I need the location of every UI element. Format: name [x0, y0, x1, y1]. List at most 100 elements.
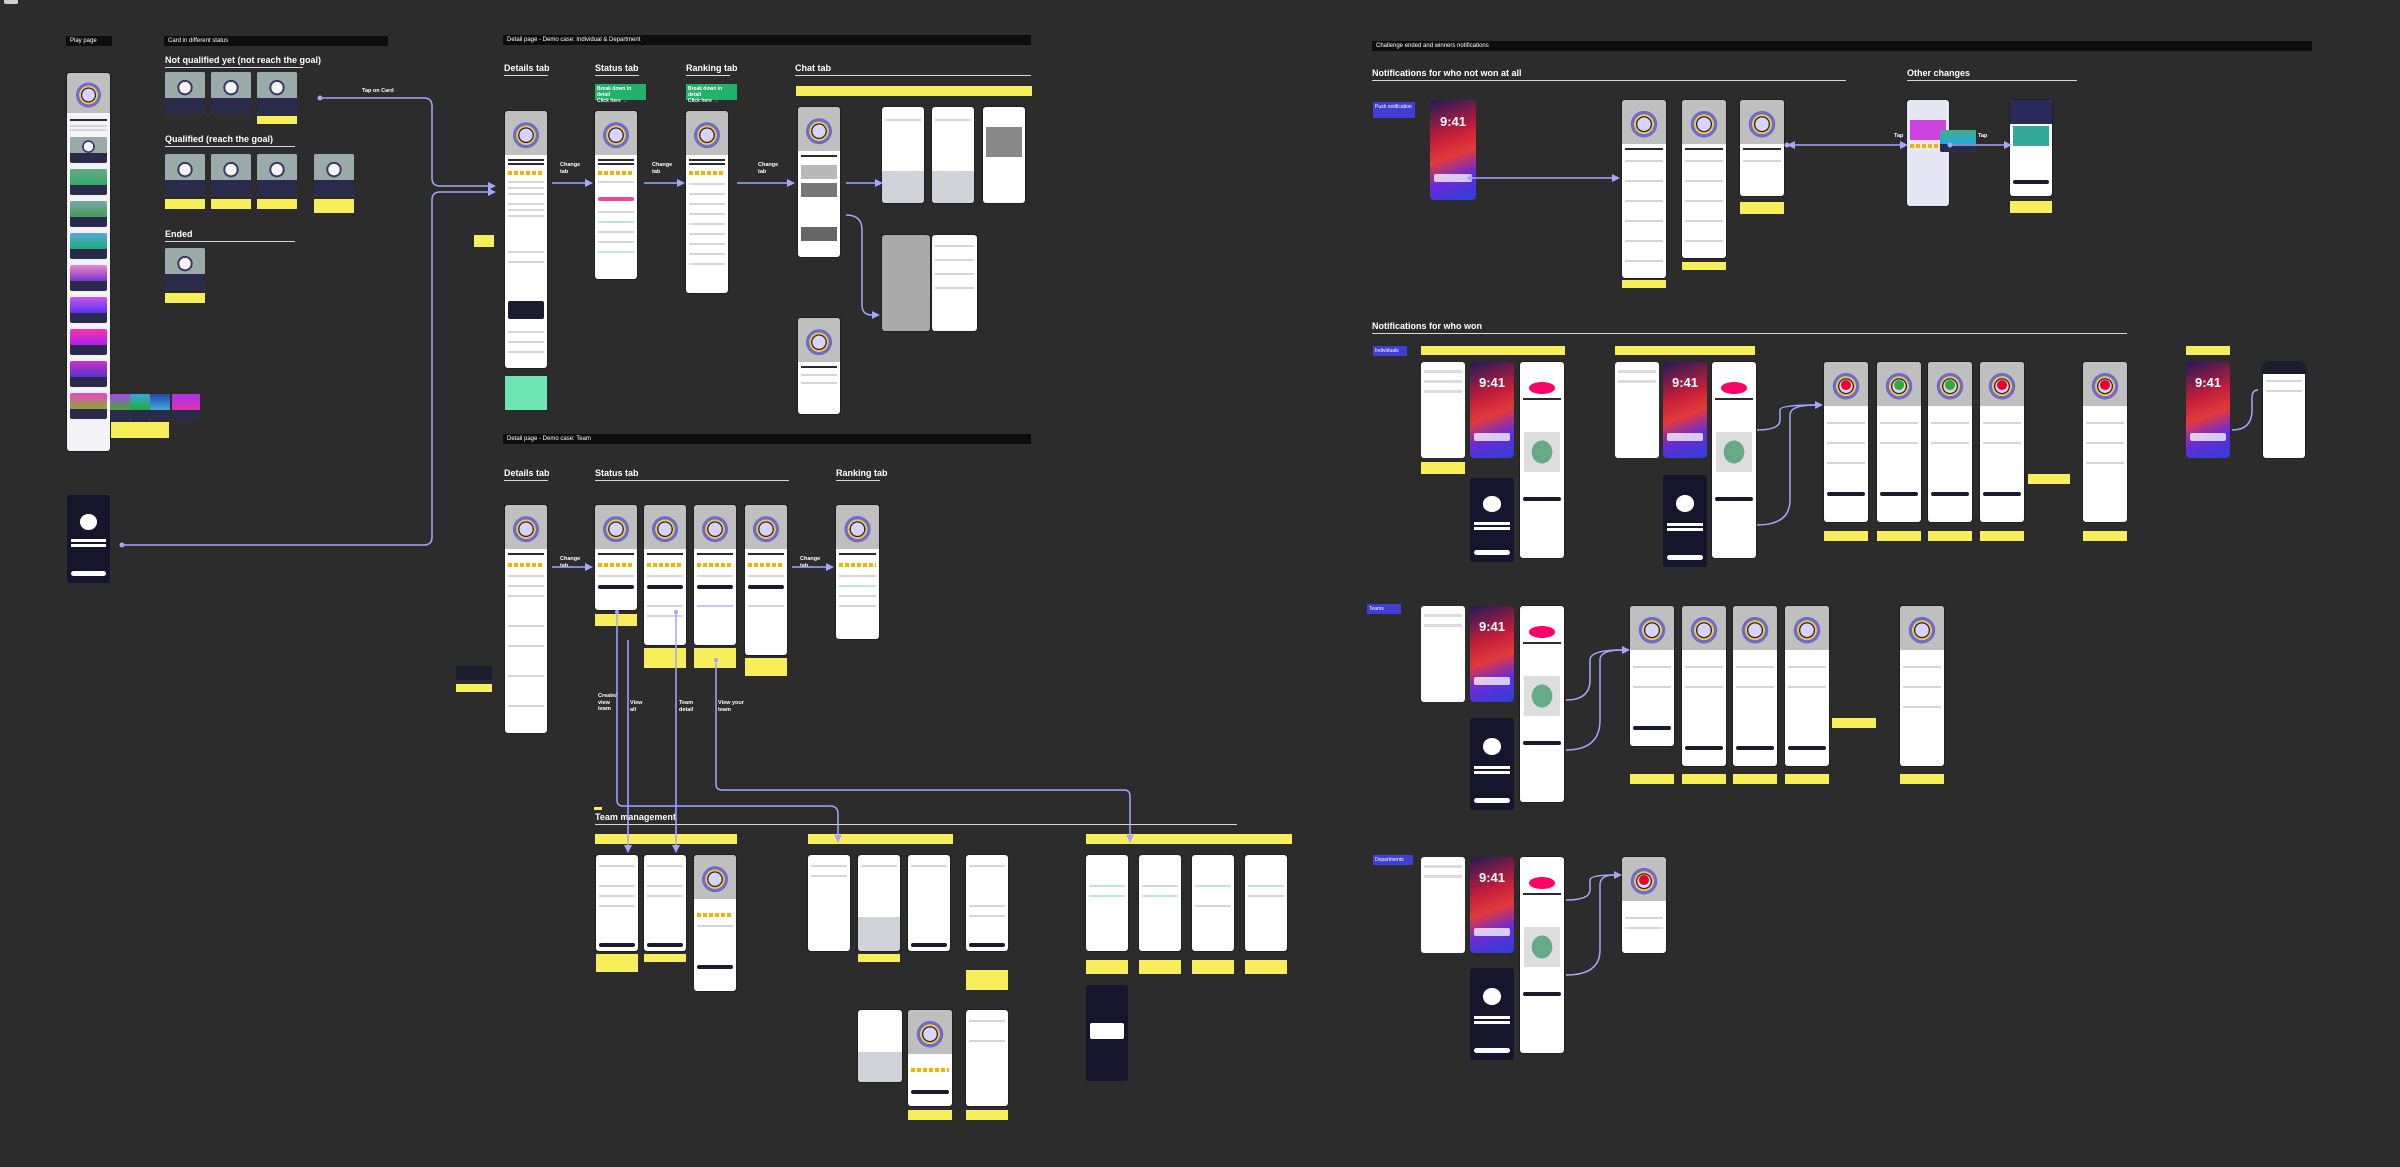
- card-qualified[interactable]: [211, 154, 251, 196]
- lock-screen-individuals[interactable]: 9:41: [1470, 362, 1514, 458]
- chat-tab-screen[interactable]: [798, 107, 840, 257]
- card-ended[interactable]: [165, 248, 205, 290]
- break-down-sticker[interactable]: Break down in detail Click here →: [686, 84, 737, 104]
- individuals-list-screen[interactable]: [1615, 362, 1659, 458]
- team-mgmt-screen[interactable]: [1086, 855, 1128, 951]
- play-card-thumb[interactable]: [172, 394, 200, 420]
- team-status-screen[interactable]: [644, 505, 686, 645]
- department-winner-screen[interactable]: [1622, 857, 1666, 953]
- chat-thread-screen[interactable]: [932, 235, 977, 331]
- play-card-thumb[interactable]: [110, 394, 130, 420]
- play-page-screen[interactable]: [67, 73, 110, 451]
- team-mgmt-screen[interactable]: [596, 855, 638, 951]
- canvas-tab-handle[interactable]: [4, 0, 18, 4]
- team-details-screen[interactable]: [505, 505, 547, 733]
- ranking-tab-screen[interactable]: [686, 111, 728, 293]
- team-mgmt-screen[interactable]: [694, 855, 736, 991]
- winner-result-screen[interactable]: [1824, 362, 1868, 522]
- team-ranking-screen[interactable]: [836, 505, 879, 639]
- other-changes-detail-screen[interactable]: [2010, 100, 2052, 196]
- chat-image-preview[interactable]: [882, 235, 930, 331]
- tab-heading-details: Details tab: [504, 63, 550, 73]
- chat-keyboard-screen[interactable]: [932, 107, 974, 203]
- team-winner-screen[interactable]: [1682, 606, 1726, 766]
- team-mgmt-screen[interactable]: [1245, 855, 1287, 951]
- team-mgmt-screen[interactable]: [808, 855, 850, 951]
- divider: [165, 241, 295, 242]
- congrats-screen[interactable]: [1712, 362, 1756, 558]
- card-not-qualified[interactable]: [165, 72, 205, 114]
- card-qualified[interactable]: [314, 154, 354, 196]
- lock-screen-individuals[interactable]: 9:41: [1663, 362, 1707, 458]
- sticky-note: [595, 834, 737, 844]
- winner-result-screen[interactable]: [1980, 362, 2024, 522]
- challenge-ended-screen[interactable]: [1470, 968, 1514, 1060]
- details-tab-screen[interactable]: [505, 111, 547, 368]
- challenge-ended-screen[interactable]: [1663, 475, 1707, 567]
- card-not-qualified[interactable]: [211, 72, 251, 114]
- winner-result-screen[interactable]: [1877, 362, 1921, 522]
- team-mgmt-screen[interactable]: [966, 1010, 1008, 1106]
- winner-result-screen[interactable]: [2083, 362, 2127, 522]
- sticky-note: [2083, 531, 2127, 541]
- team-mgmt-screen[interactable]: [1139, 855, 1181, 951]
- team-tab-heading-ranking: Ranking tab: [836, 468, 888, 478]
- team-status-screen[interactable]: [745, 505, 787, 655]
- play-card-thumb[interactable]: [150, 394, 170, 420]
- team-mgmt-screen[interactable]: [1192, 855, 1234, 951]
- arrow: [1756, 404, 1816, 526]
- not-won-result-screen[interactable]: [1622, 100, 1666, 278]
- team-winner-screen[interactable]: [1630, 606, 1674, 746]
- congrats-team-screen[interactable]: [1520, 606, 1564, 802]
- play-card-thumb[interactable]: [130, 394, 150, 420]
- team-name-screen[interactable]: [858, 1010, 902, 1082]
- sticky-note: [1980, 531, 2024, 541]
- team-status-screen[interactable]: [694, 505, 736, 645]
- sticky-note: [1192, 960, 1234, 974]
- congrats-department-screen[interactable]: [1520, 857, 1564, 1053]
- break-down-sticker[interactable]: Break down in detail Click here →: [595, 84, 646, 104]
- team-mgmt-screen[interactable]: [966, 855, 1008, 951]
- departments-list-screen[interactable]: [1421, 857, 1465, 953]
- team-winner-screen[interactable]: [1785, 606, 1829, 766]
- lock-screen-departments[interactable]: 9:41: [1470, 857, 1514, 953]
- winner-result-screen[interactable]: [1928, 362, 1972, 522]
- team-mgmt-screen[interactable]: [644, 855, 686, 951]
- card-qualified[interactable]: [165, 154, 205, 196]
- team-winner-screen[interactable]: [1733, 606, 1777, 766]
- sticky-note: [644, 954, 686, 962]
- challenge-ended-screen[interactable]: [1470, 478, 1514, 562]
- team-detail-screen[interactable]: [908, 1010, 952, 1106]
- team-mgmt-screen[interactable]: [908, 855, 950, 951]
- not-won-result-screen[interactable]: [1740, 100, 1784, 196]
- team-winner-screen[interactable]: [1900, 606, 1944, 766]
- card-not-qualified[interactable]: [257, 72, 297, 114]
- team-status-screen[interactable]: [595, 505, 637, 610]
- challenge-ended-screen[interactable]: [67, 495, 110, 583]
- popup-card[interactable]: [1940, 130, 1976, 152]
- congrats-screen[interactable]: [1520, 362, 1564, 558]
- individuals-list-screen[interactable]: [1421, 362, 1465, 458]
- team-mgmt-screen[interactable]: [858, 855, 900, 951]
- lock-screen-widget[interactable]: 9:41: [2186, 362, 2230, 458]
- sticky-note: [966, 970, 1008, 990]
- lock-screen-teams[interactable]: 9:41: [1470, 606, 1514, 702]
- chat-input-screen[interactable]: [882, 107, 924, 203]
- team-dark-modal-screen[interactable]: [1086, 985, 1128, 1081]
- teams-list-screen[interactable]: [1421, 606, 1465, 702]
- divider: [595, 480, 789, 481]
- other-changes-screen[interactable]: [1907, 100, 1949, 206]
- heading-won: Notifications for who won: [1372, 321, 1482, 331]
- chat-tab-screen-alt[interactable]: [798, 318, 840, 414]
- challenge-ended-screen[interactable]: [1470, 718, 1514, 810]
- lock-screen-push[interactable]: 9:41: [1430, 100, 1476, 200]
- chat-photo-screen[interactable]: [983, 107, 1025, 203]
- watch-screen[interactable]: [2263, 362, 2305, 458]
- card-qualified[interactable]: [257, 154, 297, 196]
- arrow: [1565, 874, 1615, 976]
- sticky-note: [1245, 960, 1287, 974]
- sticky-note: [595, 614, 637, 626]
- arrow: [845, 214, 873, 316]
- not-won-result-screen[interactable]: [1682, 100, 1726, 258]
- status-tab-screen[interactable]: [595, 111, 637, 279]
